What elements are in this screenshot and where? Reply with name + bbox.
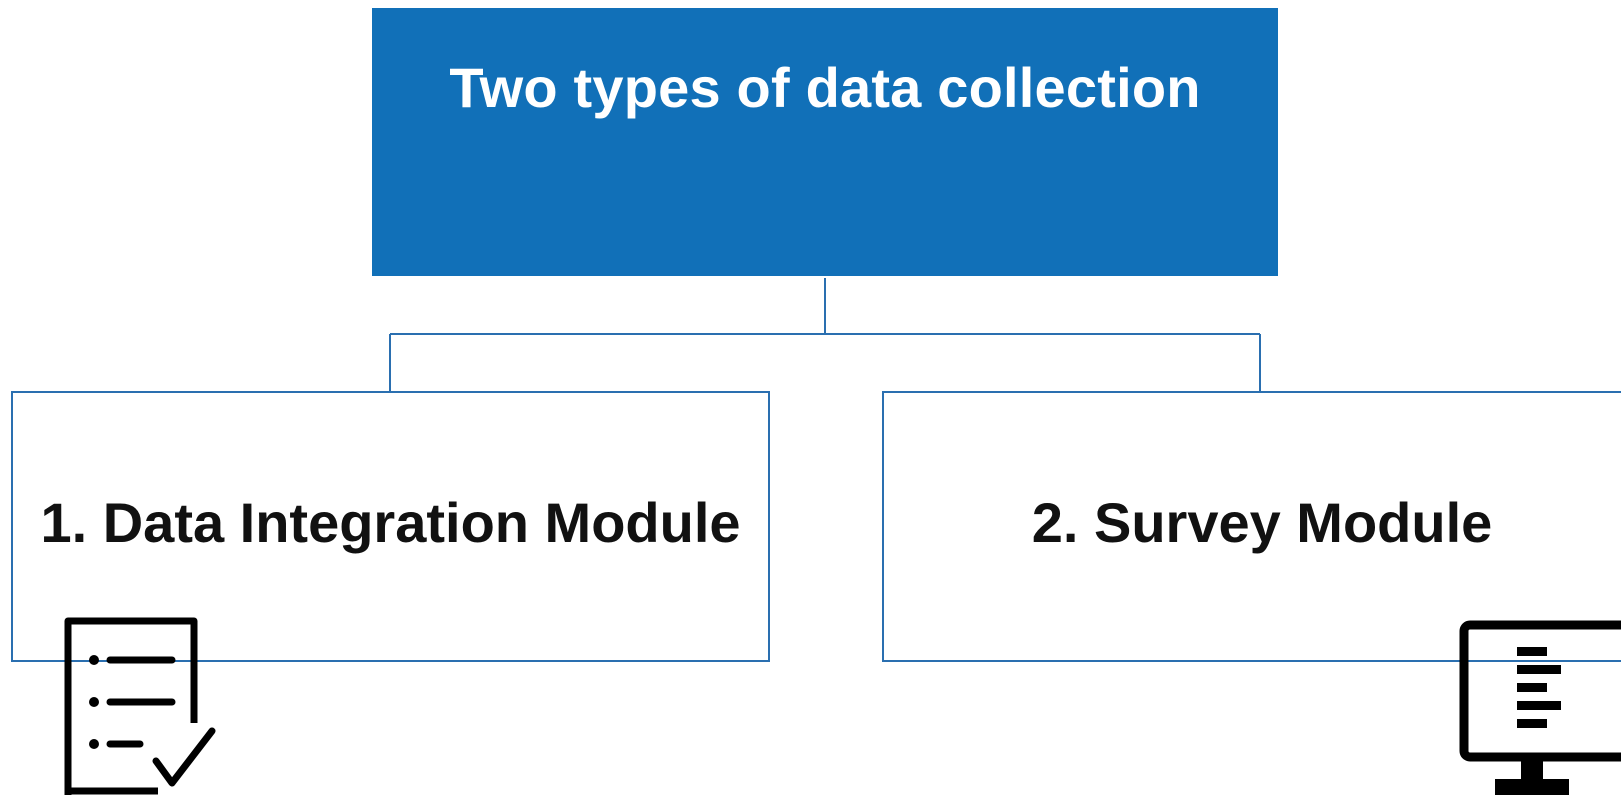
monitor-icon — [1459, 620, 1621, 795]
checklist-icon — [64, 617, 216, 795]
child-node-label: 1. Data Integration Module — [40, 491, 741, 554]
root-node-label: Two types of data collection — [449, 55, 1201, 119]
child-node-data-integration: 1. Data Integration Module — [11, 391, 770, 662]
child-node-label: 2. Survey Module — [1031, 491, 1493, 554]
root-node: Two types of data collection — [372, 8, 1278, 276]
child-node-survey: 2. Survey Module — [882, 391, 1621, 662]
